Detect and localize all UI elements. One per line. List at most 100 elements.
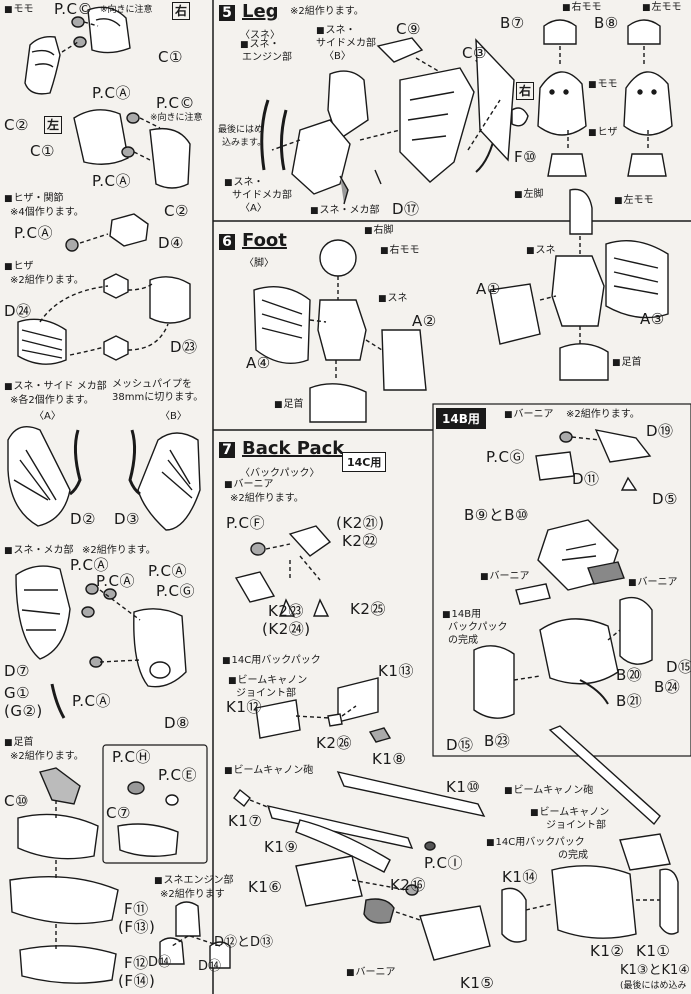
part-code: D⑭ <box>198 959 222 974</box>
orientation-note: ※向きに注意 <box>100 5 153 15</box>
part-code: K2㉕ <box>350 600 386 618</box>
part-code: C⑨ <box>396 20 421 38</box>
part-code: B㉔ <box>654 678 681 696</box>
part-code: K2㉓ <box>268 602 304 620</box>
part-code: K1⑬ <box>378 662 414 680</box>
part-code: F⑩ <box>514 148 538 166</box>
completion-label: バックパック <box>448 622 508 633</box>
part-code: P.CⒶ <box>14 224 53 242</box>
part-code: P.CⒶ <box>72 692 111 710</box>
step-title: Leg <box>242 1 279 22</box>
step-number: 7 <box>219 442 235 458</box>
part-code: (K2㉑) <box>336 514 385 532</box>
left-leg-label: 左脚 <box>514 190 544 200</box>
part-code: C⑩ <box>4 792 29 810</box>
part-code: D④ <box>158 234 184 252</box>
left-thigh-label: 左モモ <box>614 196 654 206</box>
completion-label: の完成 <box>448 635 478 646</box>
vernier-note: ※2組作ります。 <box>230 493 304 504</box>
part-code: K2⑯ <box>390 876 426 894</box>
part-code: D⑮ <box>666 658 691 676</box>
beam-joint-label: ビームキャノン <box>530 808 610 818</box>
insert-last-note: (最後にはめ込み <box>620 981 687 991</box>
side-meka-label: サイドメカ部 <box>232 190 292 201</box>
part-code: D⑫とD⑬ <box>214 935 274 950</box>
side-meka-label: サイドメカ部 <box>316 38 376 49</box>
insert-last-note: 込みます。 <box>222 138 267 148</box>
step-number: 5 <box>219 5 235 21</box>
part-code: K2㉖ <box>316 734 352 752</box>
part-code: P.CⒻ <box>226 514 265 532</box>
right-marker: 右 <box>172 2 190 20</box>
step-number: 6 <box>219 234 235 250</box>
vernier-label: バーニア <box>480 572 530 582</box>
beam-cannon-title: ビームキャノン砲 <box>224 766 314 776</box>
part-code: D② <box>70 510 96 528</box>
backpack-14c-label: 14C用バックパック <box>222 656 321 666</box>
part-code: D⑭ <box>148 955 172 970</box>
variant-a: 〈A〉 <box>34 411 61 422</box>
hiza-joint-note: ※4個作ります。 <box>10 207 84 218</box>
part-code: C⑦ <box>106 804 131 822</box>
part-code: D③ <box>114 510 140 528</box>
variant-b: 〈B〉 <box>160 411 187 422</box>
knee-label: ヒザ <box>588 128 618 138</box>
part-code: B㉓ <box>484 732 511 750</box>
side-meka-label: スネ・ <box>224 178 264 188</box>
part-code: D⑤ <box>652 490 678 508</box>
part-code: K1② <box>590 942 625 960</box>
side-meka-variant: 〈B〉 <box>324 51 351 62</box>
beam-joint-label: ジョイント部 <box>236 688 296 699</box>
completion-label: 14B用 <box>442 610 482 620</box>
sune-engine-note: ※2組作ります <box>160 889 225 900</box>
left-marker: 左 <box>44 116 62 134</box>
momo-title: モモ <box>4 5 34 15</box>
part-code: P.C© <box>54 0 93 18</box>
part-code: K1⑨ <box>264 838 299 856</box>
variant-tag: 14C用 <box>342 452 387 472</box>
sune-meka-label: スネ・メカ部 <box>310 206 380 216</box>
ashikubi-note: ※2組作ります。 <box>10 751 84 762</box>
sune-meka-title: スネ・メカ部 <box>4 546 74 556</box>
right-marker: 右 <box>516 82 534 100</box>
part-code: D㉔ <box>4 302 32 320</box>
part-code: P.CⒶ <box>92 84 131 102</box>
beam-cannon-title: ビームキャノン砲 <box>504 786 594 796</box>
part-code: K1⑫ <box>226 698 262 716</box>
part-code: P.CⒼ <box>486 448 525 466</box>
part-code: D㉓ <box>170 338 198 356</box>
sune-meka-note: ※2組作ります。 <box>82 545 156 556</box>
insert-last-note: 最後にはめ <box>218 125 264 135</box>
part-code: P.CⒺ <box>158 766 197 784</box>
vernier-label: バーニア <box>628 578 678 588</box>
hiza-title: ヒザ <box>4 262 34 272</box>
part-code: K1⑩ <box>446 778 481 796</box>
part-code: F⑫ <box>124 954 149 972</box>
hiza-note: ※2組作ります。 <box>10 275 84 286</box>
part-code: (F⑭) <box>118 972 156 990</box>
engine-label: エンジン部 <box>242 52 292 63</box>
vernier-label: バーニア <box>224 480 274 490</box>
part-code: D⑧ <box>164 714 190 732</box>
part-code: G① <box>4 684 31 702</box>
variant-tag: 14B用 <box>436 408 486 429</box>
part-code: K1⑤ <box>460 974 495 992</box>
sune-engine-title: スネエンジン部 <box>154 876 234 886</box>
part-code: D⑮ <box>446 736 474 754</box>
part-code: B⑳ <box>616 666 643 684</box>
thigh-label: モモ <box>588 80 618 90</box>
part-code: P.CⒶ <box>96 572 135 590</box>
part-code: C① <box>158 48 183 66</box>
part-code: C① <box>30 142 55 160</box>
ashikubi-title: 足首 <box>4 738 34 748</box>
sune-side-note: ※各2個作ります。 <box>10 395 94 406</box>
hiza-joint-title: ヒザ・関節 <box>4 194 64 204</box>
part-code: A① <box>476 280 501 298</box>
step-note: ※2組作ります。 <box>290 6 364 17</box>
part-code: (G②) <box>4 702 43 720</box>
left-thigh-label: 左モモ <box>642 3 682 13</box>
sune-side-title: スネ・サイド メカ部 <box>4 382 107 392</box>
part-code: B⑦ <box>500 14 525 32</box>
vernier-label: バーニア <box>346 968 396 978</box>
